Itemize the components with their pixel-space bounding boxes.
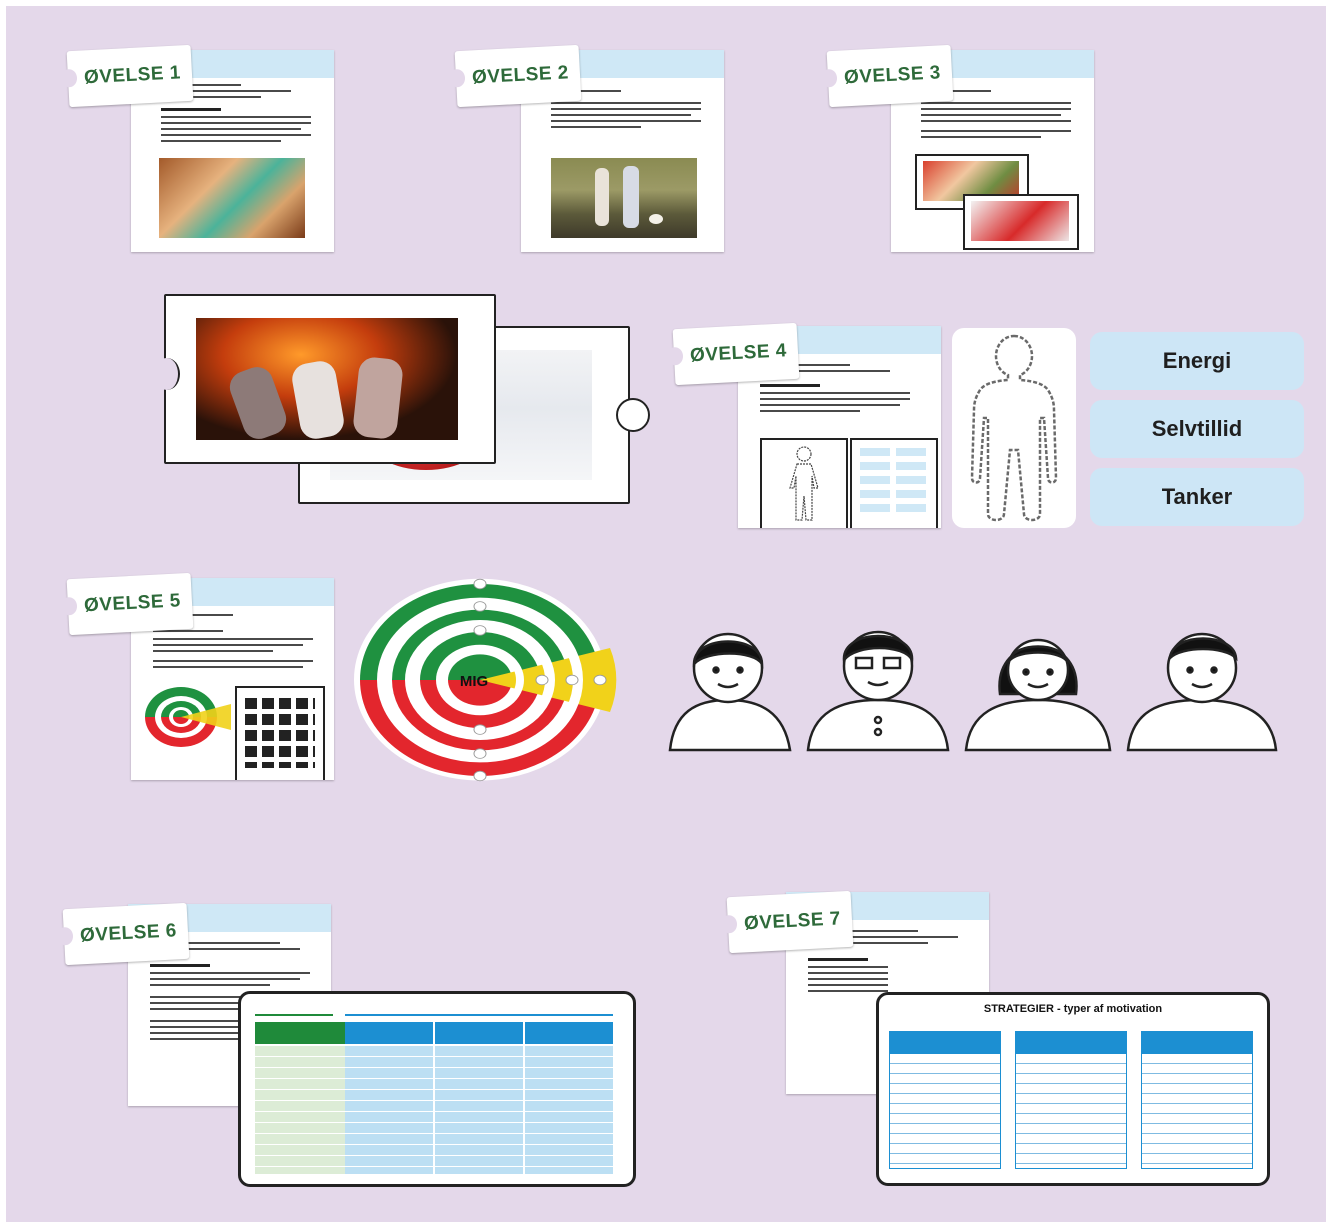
word-card-selvtillid: Selvtillid	[1090, 400, 1304, 458]
photo-fireplace-socks	[196, 318, 458, 440]
exercise-4-tag: ØVELSE 4	[666, 322, 800, 386]
exercise-1-sheet	[131, 50, 334, 252]
photo-people-walking	[551, 158, 697, 238]
exercise-5-tag: ØVELSE 5	[60, 572, 194, 636]
worksheet-collage: ØVELSE 1 ØVELSE 2 ØV	[6, 6, 1326, 1222]
exercise-1-tag: ØVELSE 1	[60, 44, 194, 108]
person-faces-row	[668, 630, 1278, 752]
mini-target	[145, 687, 231, 747]
exercise-2-sheet	[521, 50, 724, 252]
photo-board-game	[159, 158, 305, 238]
body-outline-icon	[970, 334, 1058, 522]
exercise-3-tag: ØVELSE 3	[820, 44, 954, 108]
face-girl-icon	[964, 638, 1112, 752]
strategy-board: STRATEGIER - typer af motivation	[876, 992, 1270, 1186]
exercise-7-tag: ØVELSE 7	[720, 890, 854, 954]
target-center-label: MIG	[460, 673, 488, 690]
puzzle-card-fireplace	[154, 294, 496, 464]
word-card-energi: Energi	[1090, 332, 1304, 390]
mini-faces-card	[235, 686, 325, 780]
mini-puzzle-card-2	[963, 194, 1079, 250]
exercise-6-tag: ØVELSE 6	[56, 902, 190, 966]
body-outline-card	[952, 328, 1076, 528]
strategy-board-title: STRATEGIER - typer af motivation	[983, 1003, 1163, 1015]
target-circle-diagram: MIG	[354, 578, 617, 782]
mini-words-card	[850, 438, 938, 528]
mini-body-card	[760, 438, 848, 528]
word-card-tanker: Tanker	[1090, 468, 1304, 526]
planning-board	[238, 991, 636, 1187]
face-woman-glasses-icon	[806, 630, 950, 752]
exercise-2-tag: ØVELSE 2	[448, 44, 582, 108]
face-man-icon	[1126, 632, 1278, 752]
face-boy-icon	[668, 632, 792, 752]
